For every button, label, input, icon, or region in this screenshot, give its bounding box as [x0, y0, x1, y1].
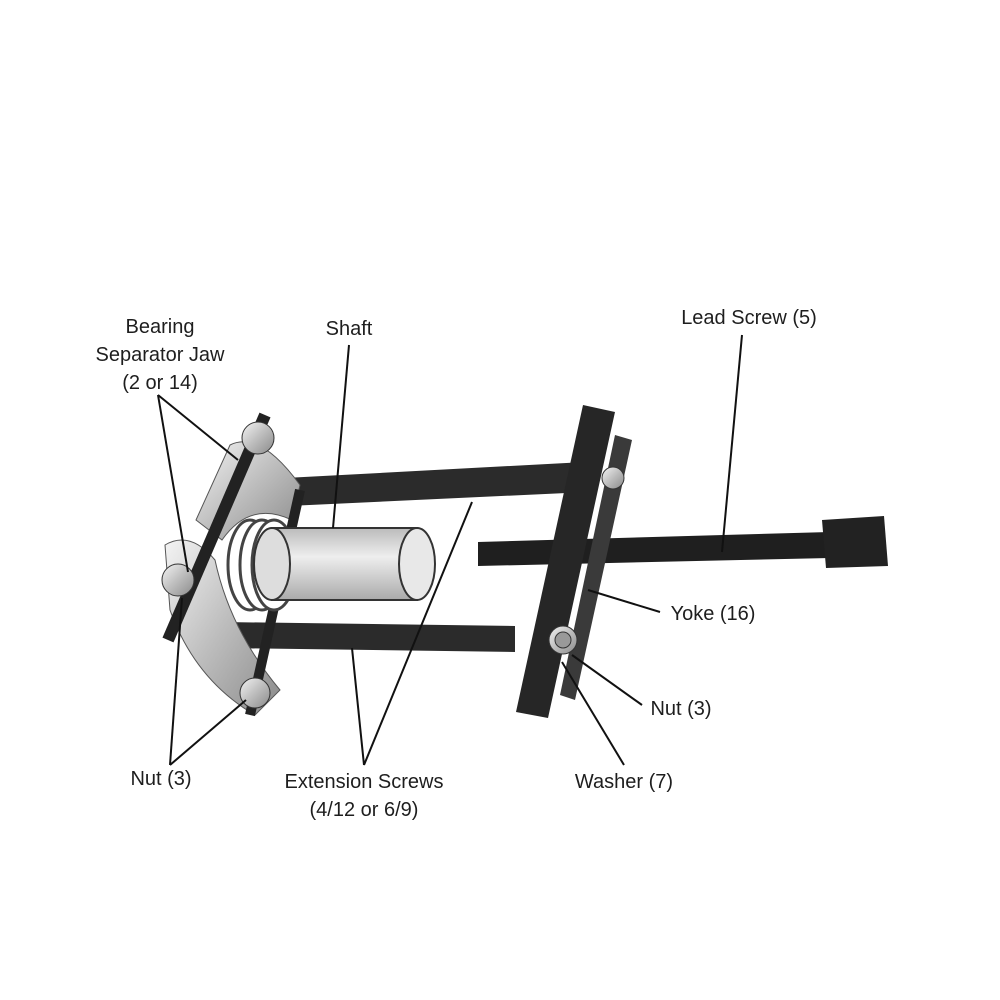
extension-screw-bottom [222, 622, 515, 652]
lead-screw-hex-end [822, 516, 888, 568]
jaw-stud-left [162, 412, 271, 643]
nut-bottom-left [239, 677, 271, 709]
label-line: (4/12 or 6/9) [309, 799, 419, 821]
label-nut-left: Nut (3) [130, 768, 192, 790]
yoke [516, 405, 615, 718]
extension-screw-top [285, 462, 588, 506]
label-nut-right: Nut (3) [650, 698, 712, 720]
leader-lines [157, 334, 743, 766]
label-shaft: Shaft [325, 318, 373, 340]
shaft [253, 527, 436, 601]
label-extension-screws: Extension Screws (4/12 or 6/9) [285, 768, 444, 824]
label-line: Bearing [125, 316, 195, 338]
lead-screw [478, 532, 830, 566]
label-washer: Washer (7) [574, 771, 674, 793]
label-line: (2 or 14) [122, 372, 198, 394]
label-lead-screw: Lead Screw (5) [681, 307, 817, 329]
label-yoke: Yoke (16) [670, 603, 756, 625]
label-line: Extension Screws [284, 771, 444, 793]
label-line: Separator Jaw [95, 344, 225, 366]
nut-top-left [241, 421, 275, 455]
nut-right-top [601, 466, 625, 490]
nut-mid-left [161, 563, 195, 597]
nut-right-bottom [554, 631, 572, 649]
label-bearing-separator-jaw: Bearing Separator Jaw (2 or 14) [96, 313, 225, 397]
